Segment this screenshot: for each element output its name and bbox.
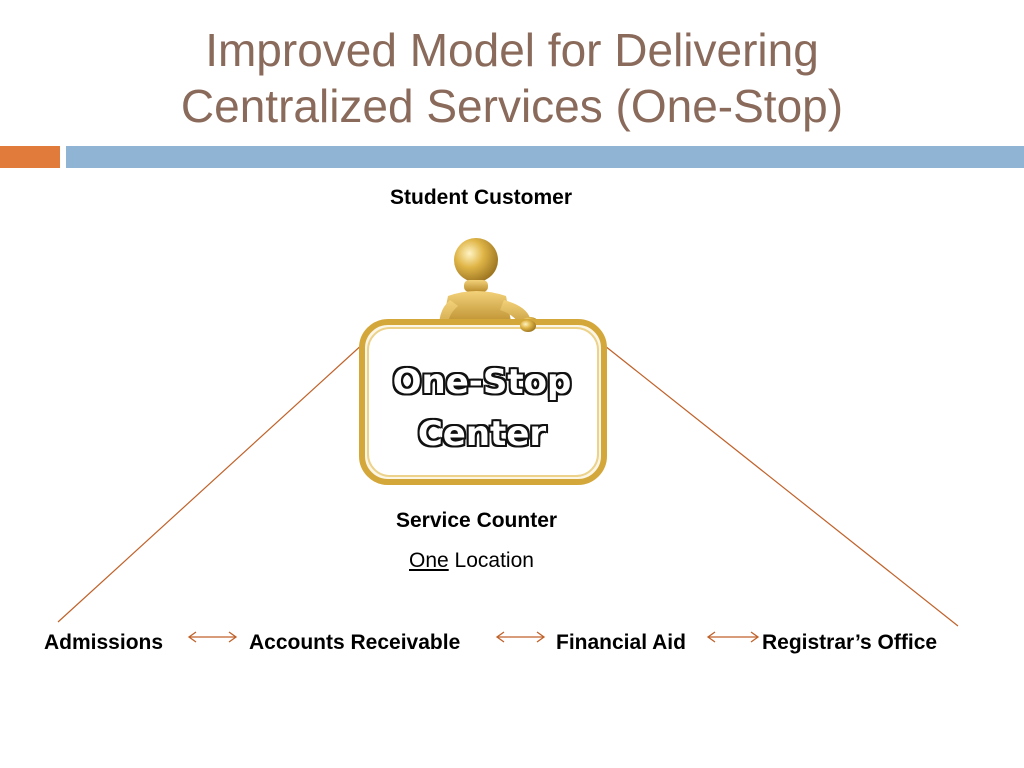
figure-hand-icon bbox=[520, 320, 536, 332]
location-rest: Location bbox=[448, 549, 534, 572]
accent-bar-orange bbox=[0, 146, 60, 168]
connector-line-right bbox=[599, 341, 959, 627]
double-arrow-icon-3 bbox=[706, 631, 760, 643]
double-arrow-icon-1 bbox=[187, 631, 238, 643]
location-label: One Location bbox=[409, 549, 534, 573]
student-customer-label: Student Customer bbox=[390, 186, 573, 209]
connector-line-left bbox=[57, 341, 366, 623]
office-financial-aid: Financial Aid bbox=[556, 631, 686, 654]
sign-text-line2: Center bbox=[417, 414, 547, 454]
location-emphasis: One bbox=[409, 549, 449, 572]
slide-title: Improved Model for Delivering Centralize… bbox=[0, 22, 1024, 134]
office-accounts-receivable: Accounts Receivable bbox=[249, 631, 461, 654]
double-arrow-icon-2 bbox=[495, 631, 546, 643]
sign-text: One-Stop Center bbox=[380, 356, 584, 460]
slide-title-line1: Improved Model for Delivering bbox=[205, 24, 819, 76]
office-registrars-office: Registrar’s Office bbox=[762, 631, 938, 654]
one-stop-sign bbox=[359, 319, 607, 485]
accent-bar-blue bbox=[66, 146, 1024, 168]
slide-title-line2: Centralized Services (One-Stop) bbox=[180, 80, 844, 132]
office-admissions: Admissions bbox=[44, 631, 164, 654]
sign-text-line1: One-Stop bbox=[392, 362, 572, 402]
service-counter-label: Service Counter bbox=[396, 509, 558, 532]
